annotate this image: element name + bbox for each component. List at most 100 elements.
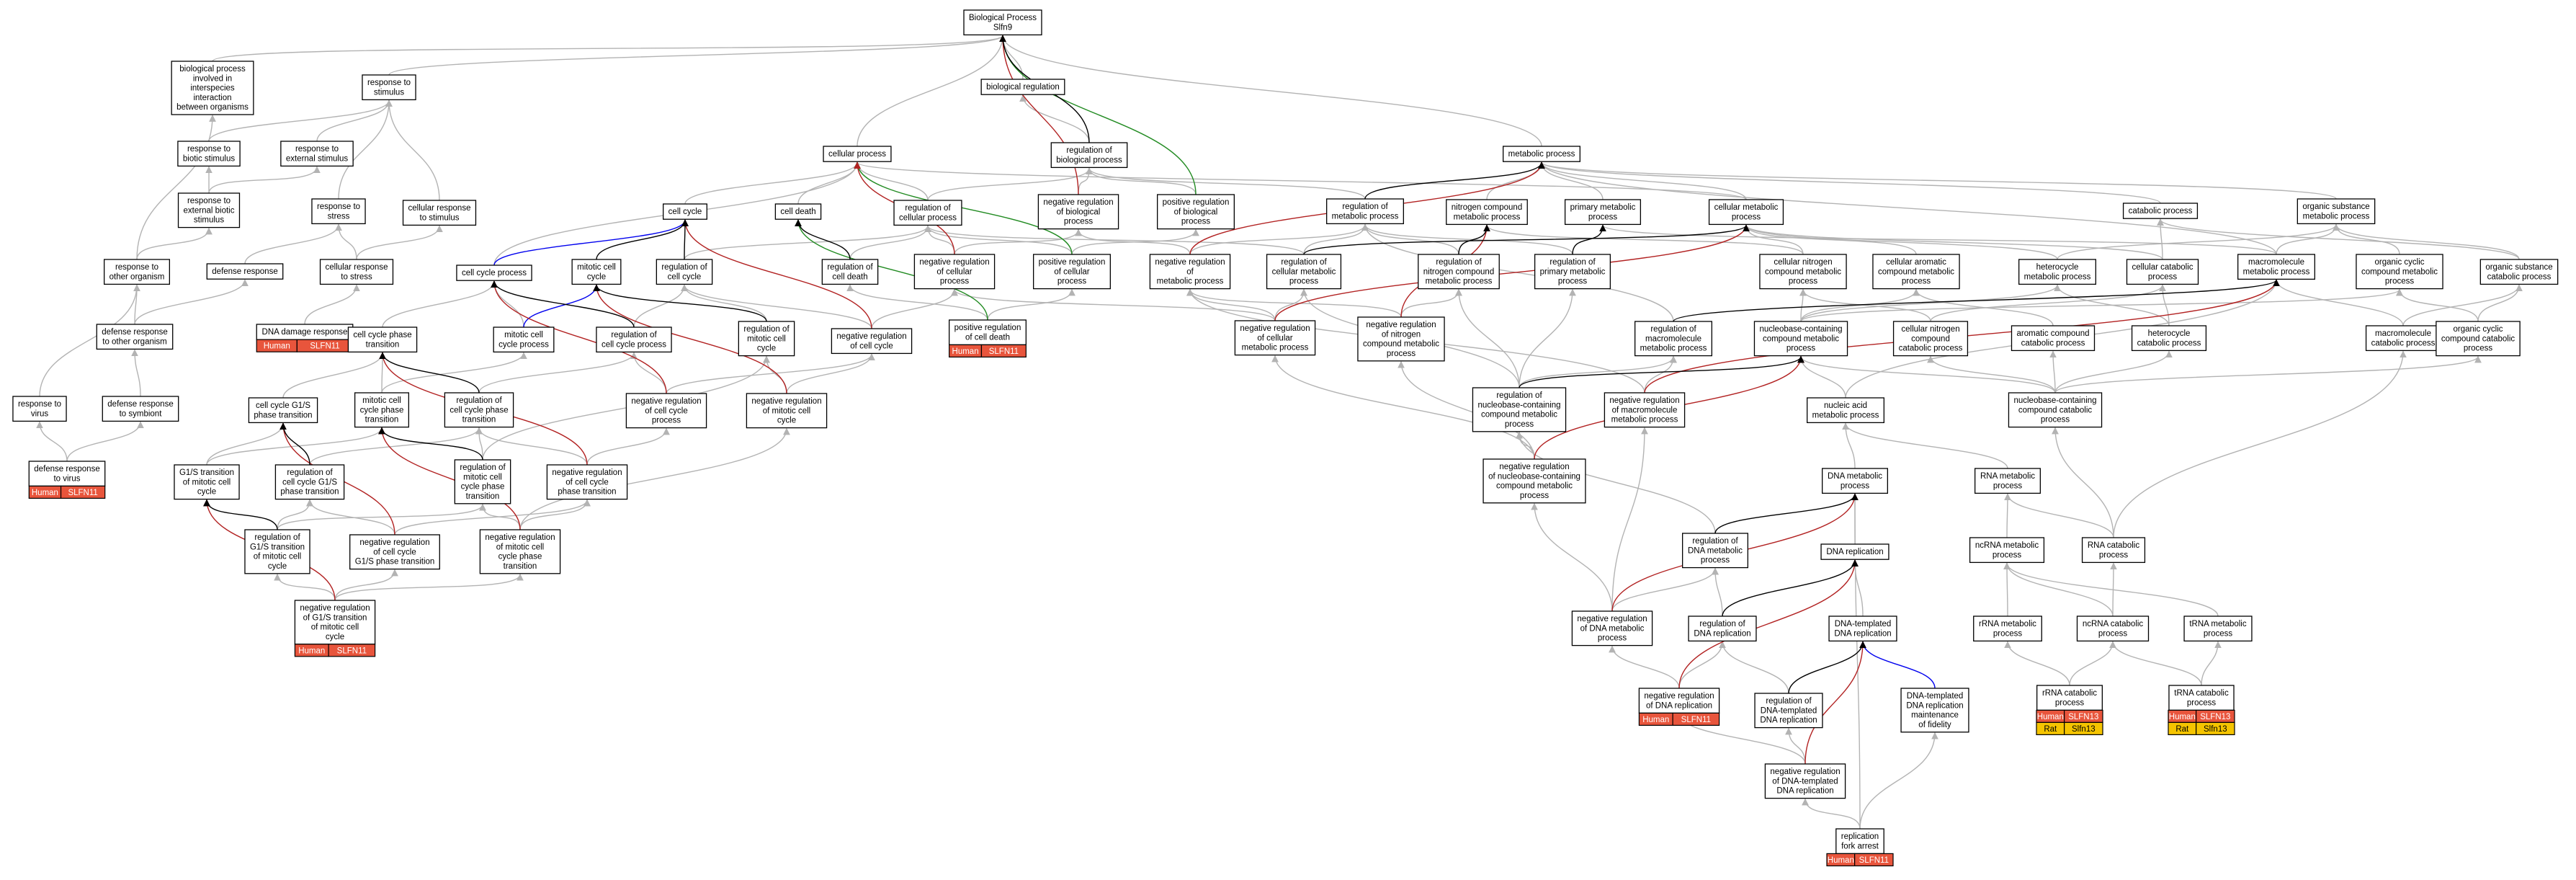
- go-term-label: process: [940, 277, 970, 286]
- go-term-label: heterocycle: [2036, 263, 2079, 272]
- go-term-label: metabolic process: [2243, 267, 2310, 276]
- go-term-label: to symbiont: [120, 409, 163, 418]
- go-term-box: [1975, 468, 2041, 494]
- go-term-label: metabolic process: [1426, 277, 1493, 286]
- go-term-label: interaction: [193, 94, 231, 102]
- edge-def-other-org-to-defense-resp: [134, 279, 249, 325]
- annotation-gene: Slfn13: [2072, 725, 2096, 734]
- edge-cell-cycle-to-cell-proc: [684, 161, 861, 205]
- edge-reg-cell-proc-to-reg-bio-proc: [927, 167, 1093, 201]
- go-term-box: [444, 392, 514, 428]
- edge-rna-catab-to-rna-metab: [2004, 493, 2114, 538]
- go-term-label: nucleobase-containing: [1759, 325, 1842, 334]
- edge-org-sub-catab-to-org-sub-metab: [2333, 223, 2520, 260]
- edge-heterocycle-metab-to-cell-metab: [1743, 224, 2058, 260]
- edge-pos-reg-cell-death-to-pos-reg-cell-proc: [987, 288, 1075, 321]
- edge-cell-catabolic-to-cell-metab: [1743, 224, 2163, 260]
- edge-neg-reg-mitotic-cc-to-neg-reg-cc: [786, 353, 875, 394]
- go-term-label: fork arrest: [1841, 842, 1879, 850]
- go-term-label: stimulus: [194, 216, 224, 225]
- go-term-label: negative regulation: [751, 397, 821, 406]
- go-term-label: process: [1993, 481, 2023, 490]
- go-term-box: [2131, 325, 2207, 352]
- edge-org-sub-metab-to-metabolic: [1538, 161, 2337, 200]
- go-term-label: DNA-templated: [1835, 620, 1892, 628]
- go-term-box: [1050, 142, 1128, 169]
- go-term-label: of cellular: [1257, 334, 1292, 342]
- edge-nucleobase-catab-to-org-cyclic-catab: [2054, 355, 2482, 394]
- go-term-box: [2297, 198, 2376, 225]
- go-term-label: process: [1993, 629, 2023, 638]
- go-term-label: regulation of: [460, 463, 506, 472]
- go-term-label: process: [1520, 492, 1549, 500]
- go-term-label: defense response: [107, 400, 173, 409]
- go-term-label: cell death: [832, 272, 867, 281]
- edge-org-cyclic-catab-to-org-sub-catab: [2477, 284, 2523, 322]
- go-term-label: regulation of: [1496, 391, 1542, 400]
- edge-resp-stress-to-resp-stim: [338, 99, 393, 200]
- go-term-label: catabolic process: [1899, 345, 1963, 353]
- edge-mitotic-cc-phase-to-mitotic-cc-proc: [381, 352, 527, 394]
- go-term-box: [2237, 254, 2315, 280]
- go-term-label: regulation of: [287, 468, 333, 477]
- go-term-label: cycle: [268, 562, 287, 571]
- go-term-label: process: [2464, 345, 2493, 353]
- edge-reg-mitotic-cc-to-mitotic-cc: [593, 284, 767, 322]
- go-term-box: [1033, 254, 1111, 290]
- go-term-box: [102, 396, 179, 422]
- annotation-gene: SLFN13: [2200, 713, 2230, 721]
- go-term-label: G1/S phase transition: [355, 558, 435, 566]
- edge-resp-other-org-to-bio-interspecies: [136, 115, 216, 260]
- go-term-box: [96, 324, 174, 350]
- edge-neg-reg-nucleobase-to-neg-reg-nitrogen: [1397, 360, 1535, 460]
- edge-rrna-metab-to-ncrna-metab: [2003, 562, 2011, 617]
- edge-reg-dna-templated-to-reg-dna-rep: [1719, 641, 1789, 694]
- go-term-label: defense response: [34, 465, 99, 474]
- edge-neg-reg-cell-metab-to-neg-reg-metab: [1186, 288, 1276, 321]
- go-term-box: [248, 397, 318, 424]
- edge-macromolecule-catab-to-macromolecule-metab: [2273, 279, 2404, 326]
- annotation-cell: [2064, 721, 2103, 736]
- go-term-label: cellular catabolic: [2132, 263, 2193, 272]
- edge-reg-dna-templated-to-dna-templated-rep: [1788, 641, 1866, 694]
- go-term-label: biological process: [179, 65, 246, 74]
- edge-neg-reg-dna-templated-to-dna-templated-rep: [1804, 641, 1866, 765]
- go-term-box: [823, 146, 892, 162]
- edge-reg-macromolecule-to-reg-metabolic: [1361, 223, 1674, 322]
- edge-aromatic-catab-to-cell-aromatic: [1913, 288, 2054, 326]
- go-term-label: defense response: [102, 328, 167, 337]
- go-term-box: [2122, 203, 2199, 219]
- go-term-box: [1234, 320, 1316, 356]
- go-term-defense-resp: defense response: [206, 263, 284, 280]
- edge-neg-reg-cc-to-reg-cc: [681, 284, 872, 329]
- go-term-label: of mitotic cell: [496, 543, 544, 551]
- go-term-cell-proc: cellular process: [823, 146, 892, 162]
- go-term-label: DNA replication: [1760, 716, 1817, 725]
- edge-cell-nitrogen-catab-to-cell-nitrogen: [1799, 288, 1931, 322]
- go-term-label: cell cycle process: [462, 269, 527, 277]
- go-term-label: RNA catabolic: [2088, 541, 2139, 550]
- go-term-label: organic cyclic: [2374, 258, 2424, 267]
- edge-def-virus-to-def-symbiont: [66, 421, 144, 462]
- go-term-label: cellular response: [326, 263, 388, 272]
- go-term-label: cycle: [326, 633, 344, 641]
- edge-neg-reg-dna-rep-to-reg-dna-rep: [1678, 641, 1726, 689]
- go-term-label: DNA-templated: [1761, 706, 1817, 715]
